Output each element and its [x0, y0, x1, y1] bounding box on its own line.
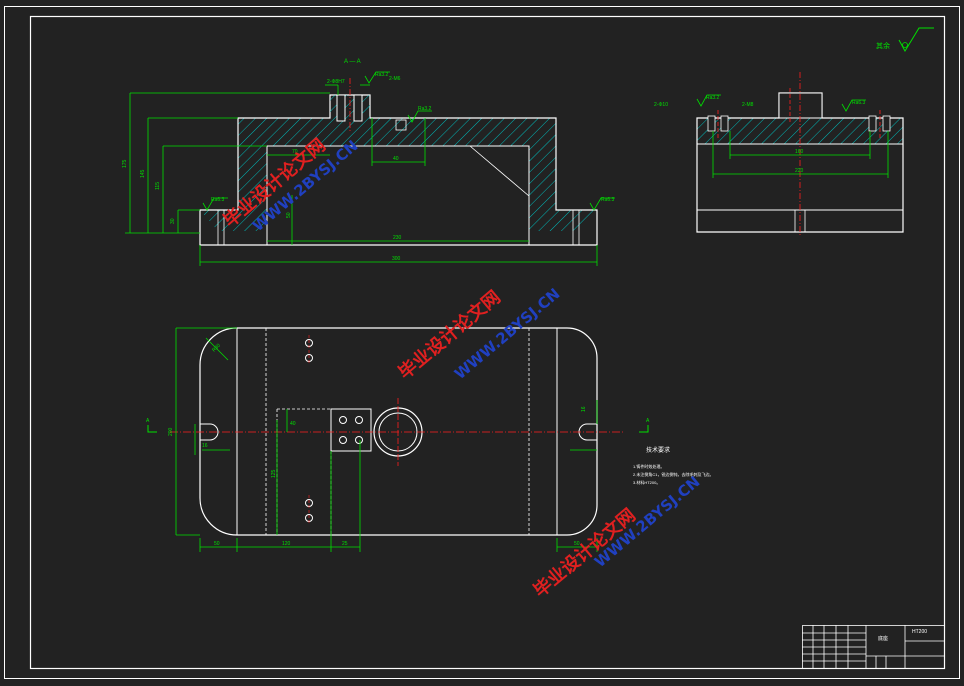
general-roughness-circle [902, 42, 908, 48]
section-mark-right [639, 425, 649, 433]
callout-front-a: 2-Φ8H7 [327, 79, 345, 85]
front-slot-right [572, 209, 580, 246]
side-bottom-hole [794, 209, 806, 233]
roughness-front-top-left [364, 71, 390, 84]
watermark-group: 毕业设计论文网 WWW.2BYSJ.CN 毕业设计论文网 WWW.2BYSJ.C… [219, 134, 703, 602]
side-boss-fill [778, 92, 823, 119]
front-pin-hole-left [336, 94, 346, 122]
plan-dim-bottom-1: 50 [214, 541, 220, 547]
plan-slot-left [200, 423, 219, 441]
dim-height-3: 115 [155, 182, 161, 190]
plan-dim-bottom-right: 50 [574, 541, 580, 547]
plan-dim-mid-vertical: 125 [271, 469, 277, 478]
side-view: 160 220 2-Φ10 2-M8 Ra3.2 Ra6.3 [654, 72, 904, 236]
general-roughness: 其余 [876, 27, 934, 53]
plan-dim-radius: R30 [211, 343, 222, 354]
notes-line-3: 3.材料HT200。 [633, 479, 660, 485]
front-dimensions [125, 84, 598, 266]
roughness-side-left-text: Ra3.2 [706, 95, 720, 101]
title-block-code: HT200 [912, 629, 927, 635]
plan-block-hole-4 [355, 436, 363, 444]
section-mark-left [147, 425, 157, 433]
technical-notes: 技术要求 1.铸件时效处理。 2.未注倒角C1，锐边倒钝，去除毛刺及飞边。 3.… [633, 446, 713, 485]
plan-view: A A 200 R30 50 120 25 [146, 327, 650, 552]
general-roughness-symbol [898, 27, 934, 53]
plan-block-hole-2 [355, 416, 363, 424]
title-block [802, 625, 945, 669]
roughness-side-right [841, 99, 866, 112]
side-callout-right: 2-M8 [742, 102, 754, 108]
plan-outline [199, 327, 598, 536]
plan-dim-bottom-3: 25 [342, 541, 348, 547]
dim-overall-height: 175 [122, 159, 128, 168]
dim-flange-height: 30 [170, 218, 176, 224]
plan-block-hole-1 [339, 416, 347, 424]
side-dim-outer: 220 [795, 168, 804, 174]
dim-inner-width: 230 [393, 235, 402, 241]
plan-dim-bottom-2: 120 [282, 541, 291, 547]
roughness-side-left [696, 94, 721, 107]
sheet-inner-border [29, 15, 946, 670]
section-mark-right-text: A [646, 418, 650, 424]
plan-dim-slot-left: 16 [202, 443, 208, 449]
title-block-name: 底座 [878, 635, 888, 642]
front-pin-hole-right [353, 94, 363, 122]
side-hole-left-2 [720, 115, 729, 132]
roughness-front-top-right-text: Ra3.2 [418, 106, 432, 112]
front-thread-hole [395, 119, 407, 131]
dim-height-2: 145 [140, 169, 146, 178]
plan-dimensions [175, 327, 598, 552]
side-hole-right-2 [882, 115, 891, 132]
side-dimensions [712, 131, 889, 178]
dim-gap-height: 50 [286, 212, 292, 218]
section-title: A — A [344, 59, 361, 65]
front-chamfer [469, 145, 530, 197]
side-hole-right-1 [868, 115, 877, 132]
general-roughness-text: 其余 [876, 41, 890, 50]
roughness-front-top-left-text: Ra3.2 [375, 72, 389, 78]
section-mark-left-text: A [146, 418, 150, 424]
front-slot-left [217, 209, 225, 246]
notes-title: 技术要求 [646, 446, 670, 454]
plan-dim-height: 200 [168, 427, 174, 436]
roughness-front-top-right [407, 110, 432, 123]
roughness-side-right-text: Ra6.3 [852, 100, 866, 106]
plan-block-hole-3 [339, 436, 347, 444]
roughness-flange-right [589, 197, 615, 211]
notes-line-1: 1.铸件时效处理。 [633, 463, 664, 469]
sheet-outer-border [4, 6, 960, 679]
side-dim-inner: 160 [795, 149, 804, 155]
plan-block [330, 408, 372, 452]
callout-front-b: 2-M6 [389, 76, 401, 82]
notes-line-2: 2.未注倒角C1，锐边倒钝，去除毛刺及飞边。 [633, 471, 713, 477]
dim-top-offset: 70 [292, 149, 298, 155]
dim-total-width: 300 [392, 256, 401, 262]
side-callout-left: 2-Φ10 [654, 102, 668, 108]
roughness-flange-left [202, 197, 228, 211]
plan-hidden-rect [276, 408, 332, 535]
side-hole-left-1 [707, 115, 716, 132]
watermark-url-2: WWW.2BYSJ.CN [451, 285, 563, 383]
front-section-view: A — A [122, 59, 615, 266]
watermark-cn-2: 毕业设计论文网 [394, 286, 505, 384]
roughness-flange-right-text: Ra6.3 [601, 197, 615, 203]
roughness-flange-left-text: Ra6.3 [211, 197, 225, 203]
dim-slot-width: 40 [393, 156, 399, 162]
plan-dim-block-top: 40 [290, 421, 296, 427]
front-hatch-fill [200, 118, 597, 231]
plan-dim-slot-right: 16 [581, 406, 587, 412]
